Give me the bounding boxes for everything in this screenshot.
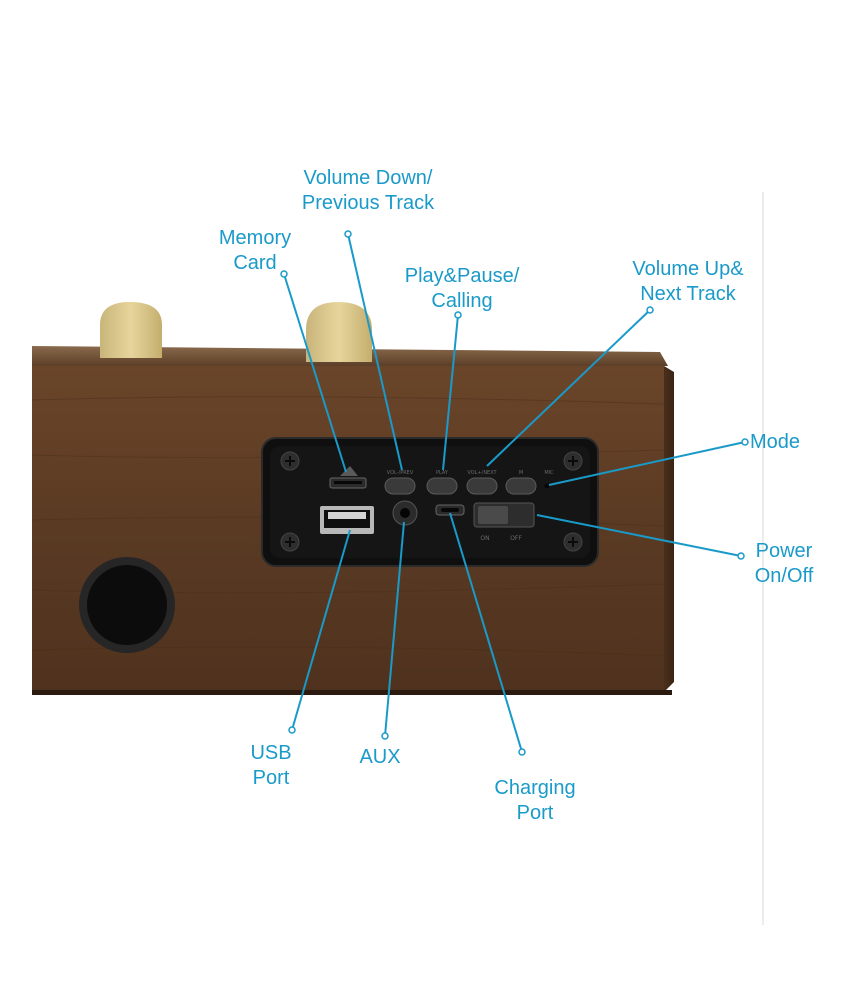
volume-up-button-label: VOL+/NEXT	[467, 470, 497, 476]
callout-line-volume-down	[347, 233, 403, 471]
label-aux-line1: AUX	[359, 746, 401, 768]
mic-hole	[544, 483, 550, 489]
control-buttons	[384, 477, 537, 495]
label-memory-card-line1: Memory	[218, 227, 292, 249]
label-usb: USB Port	[236, 741, 306, 791]
label-power-line1: Power	[755, 540, 813, 562]
label-volume-up: Volume Up& Next Track	[618, 257, 758, 307]
volume-down-button[interactable]	[384, 477, 416, 495]
bass-port	[79, 557, 175, 653]
label-power-line2: On/Off	[754, 565, 814, 587]
memory-card-slot[interactable]	[329, 477, 367, 489]
power-switch-off-label: OFF	[510, 535, 522, 542]
label-aux: AUX	[350, 745, 410, 770]
label-usb-line1: USB	[250, 742, 292, 764]
volume-up-button[interactable]	[466, 477, 498, 495]
label-charging-line1: Charging	[494, 777, 576, 799]
mic-label: MIC	[544, 470, 554, 476]
callout-line-mode	[548, 441, 746, 486]
label-usb-line2: Port	[252, 767, 290, 789]
label-memory-card-line2: Card	[233, 252, 277, 274]
control-panel	[261, 437, 599, 567]
label-volume-up-line1: Volume Up&	[632, 258, 744, 280]
play-pause-button[interactable]	[426, 477, 458, 495]
power-switch[interactable]	[473, 502, 535, 528]
label-volume-down: Volume Down/ Previous Track	[278, 166, 458, 216]
usb-port[interactable]	[320, 506, 374, 534]
label-play-pause: Play&Pause/ Calling	[392, 264, 532, 314]
speaker-side-face	[664, 366, 674, 692]
callout-line-volume-up	[486, 309, 651, 467]
label-mode: Mode	[750, 430, 820, 455]
play-pause-button-label: PLAY	[436, 470, 449, 476]
label-volume-down-line1: Volume Down/	[303, 167, 433, 189]
speaker-base-shadow	[32, 690, 672, 695]
callout-line-power	[536, 514, 742, 557]
knob-left	[100, 302, 162, 358]
label-charging-line2: Port	[516, 802, 554, 824]
knob-right	[306, 302, 372, 362]
mode-button-label: M	[519, 470, 523, 476]
label-charging: Charging Port	[475, 776, 595, 826]
label-volume-up-line2: Next Track	[640, 283, 736, 305]
callout-line-charging	[449, 512, 523, 753]
callout-line-play-pause	[442, 314, 459, 471]
screw-crosses	[285, 456, 578, 547]
mode-button[interactable]	[505, 477, 537, 495]
power-switch-on-label: ON	[480, 535, 489, 542]
volume-down-button-label: VOL-/PREV	[387, 470, 414, 476]
label-play-pause-line1: Play&Pause/	[404, 265, 520, 287]
label-power: Power On/Off	[744, 539, 824, 589]
label-play-pause-line2: Calling	[431, 290, 493, 312]
callout-dots	[280, 230, 749, 756]
callout-line-memory-card	[283, 273, 347, 473]
aux-jack[interactable]	[392, 500, 418, 526]
label-volume-down-line2: Previous Track	[301, 192, 435, 214]
memory-card-icon	[340, 466, 358, 476]
callout-lines	[283, 233, 746, 753]
callout-line-aux	[384, 521, 405, 737]
callout-line-usb	[291, 529, 351, 731]
label-memory-card: Memory Card	[205, 226, 305, 276]
label-mode-line1: Mode	[750, 431, 801, 453]
